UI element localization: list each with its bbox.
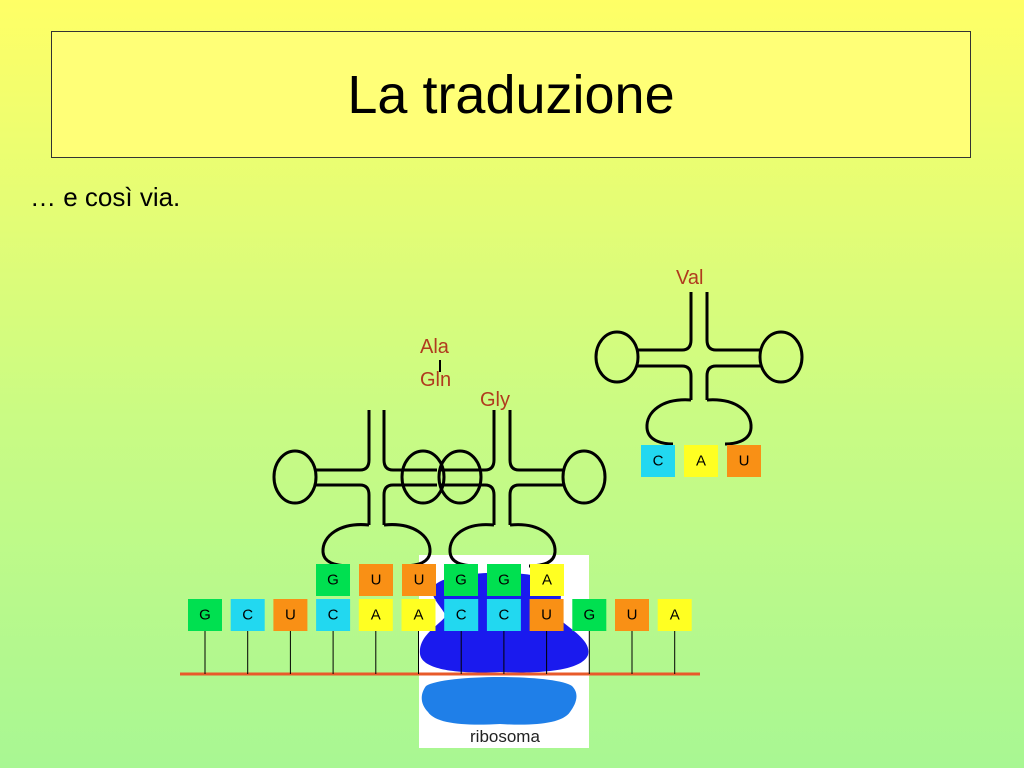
trna1-anticodon-1-box <box>359 564 393 596</box>
mrna-nucleotide-7-label: C <box>498 607 509 624</box>
trna-2 <box>437 410 607 568</box>
trna1-anticodon-2-label: U <box>414 572 425 589</box>
trna1-anticodon-0-label: G <box>327 572 339 589</box>
trna3-anticodon-0-label: C <box>653 453 664 470</box>
trna2-anticodon-2-label: A <box>542 572 552 589</box>
trna2-anticodon-2-box <box>530 564 564 596</box>
mrna-nucleotide-0-label: G <box>199 607 211 624</box>
mrna-nucleotide-0-box <box>188 599 222 631</box>
trna2-anticodon-0-box <box>444 564 478 596</box>
mrna-nucleotide-11-label: A <box>670 607 680 624</box>
amino-label-gln: Gln <box>420 369 451 391</box>
slide-subtitle: … e così via. <box>30 182 181 212</box>
mrna-nucleotide-10-label: U <box>627 607 638 624</box>
mrna-nucleotide-10-box <box>615 599 649 631</box>
trna1-anticodon-1-label: U <box>371 572 382 589</box>
trna3-anticodon-1-label: A <box>696 453 706 470</box>
amino-label-val: Val <box>676 267 703 289</box>
mrna-nucleotide-6-label: C <box>456 607 467 624</box>
trna3-anticodon-2-label: U <box>739 453 750 470</box>
mrna-nucleotide-3-box <box>316 599 351 631</box>
mrna-nucleotide-8-box <box>529 599 564 631</box>
mrna-nucleotide-9-box <box>572 599 607 631</box>
trna3-anticodon-1-box <box>684 445 718 477</box>
trna3-anticodon-2-box <box>727 445 761 477</box>
slide-title: La traduzione <box>347 64 675 125</box>
amino-label-ala: Ala <box>420 336 450 358</box>
ribosome-small-subunit <box>421 677 577 725</box>
mrna-nucleotide-5-label: A <box>413 607 423 624</box>
amino-label-gly: Gly <box>480 389 510 411</box>
mrna-nucleotide-2-box <box>273 599 308 631</box>
ribosome-label: ribosoma <box>470 727 540 746</box>
mrna-nucleotide-4-label: A <box>371 607 381 624</box>
trna1-anticodon-2-box <box>402 564 436 596</box>
amino-acid-labels: Ala Gln Gly Val <box>420 267 703 411</box>
mrna-nucleotide-8-label: U <box>541 607 552 624</box>
trna1-anticodon-0-box <box>316 564 350 596</box>
mrna-nucleotide-11-box <box>657 599 692 631</box>
mrna-nucleotide-5-box <box>401 599 436 631</box>
trna2-anticodon-1-label: G <box>498 572 510 589</box>
mrna-nucleotide-4-box <box>358 599 393 631</box>
trna-1 <box>272 410 446 568</box>
mrna-nucleotide-9-label: G <box>583 607 595 624</box>
mrna-nucleotide-1-box <box>230 599 265 631</box>
trna2-anticodon-0-label: G <box>455 572 467 589</box>
mrna-nucleotide-1-label: C <box>242 607 253 624</box>
trna3-anticodon-0-box <box>641 445 675 477</box>
title-box: La traduzione <box>51 31 971 158</box>
mrna-nucleotide-3-label: C <box>328 607 339 624</box>
trna2-anticodon-1-box <box>487 564 521 596</box>
mrna-nucleotide-7-box <box>486 599 521 631</box>
mrna-nucleotide-6-box <box>444 599 479 631</box>
trna-3 <box>594 292 804 446</box>
mrna-nucleotide-2-label: U <box>285 607 296 624</box>
